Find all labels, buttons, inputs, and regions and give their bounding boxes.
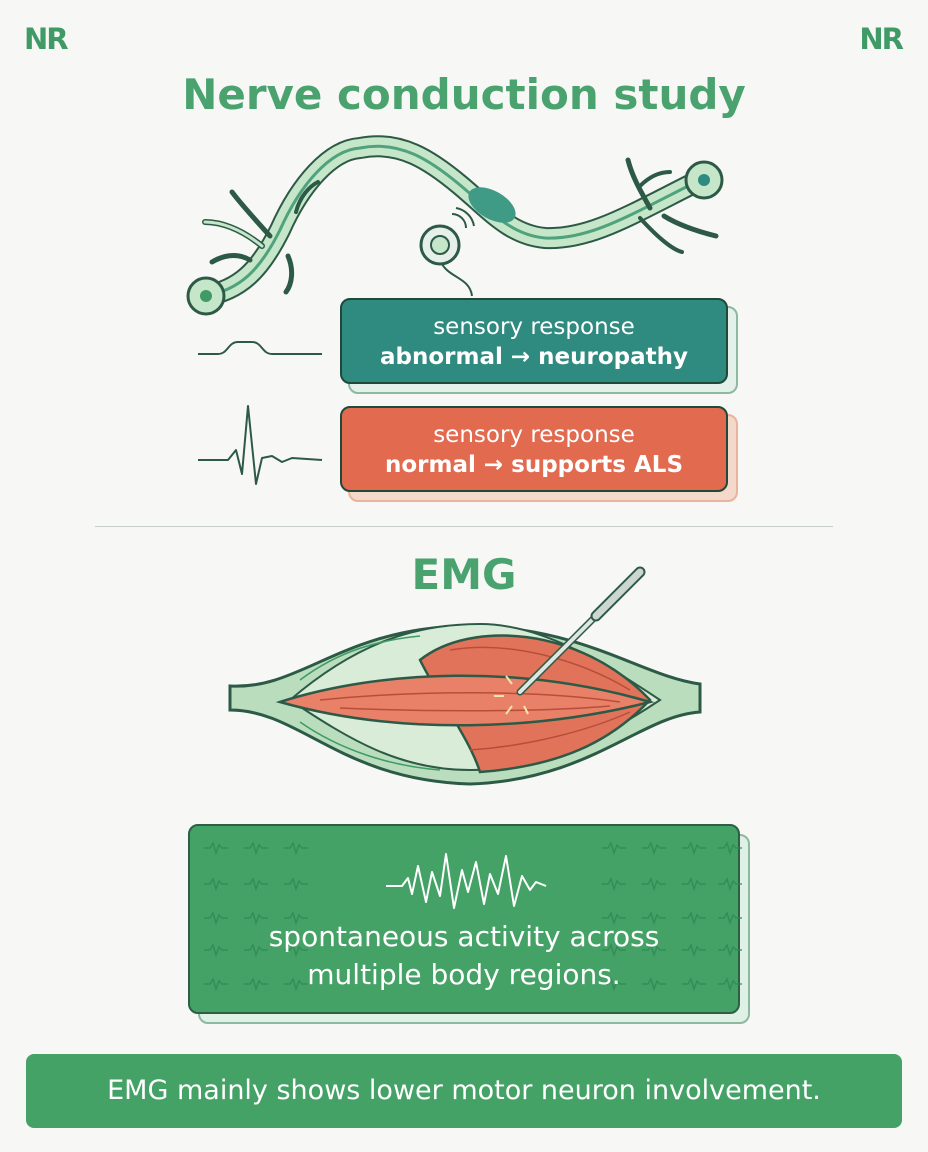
pattern-wave bbox=[718, 977, 742, 992]
als-card: sensory response normal → supports ALS bbox=[340, 406, 728, 492]
pattern-wave bbox=[204, 911, 228, 926]
pattern-wave bbox=[682, 943, 706, 958]
pattern-wave bbox=[204, 943, 228, 958]
pattern-wave bbox=[642, 911, 666, 926]
pattern-wave bbox=[642, 943, 666, 958]
nerve-illustration bbox=[186, 135, 724, 316]
pattern-wave bbox=[284, 841, 308, 856]
flat-waveform-icon bbox=[198, 341, 322, 355]
pattern-wave bbox=[602, 977, 626, 992]
pattern-wave bbox=[718, 841, 742, 856]
pattern-wave bbox=[718, 877, 742, 892]
pattern-wave bbox=[244, 841, 268, 856]
als-card-result: normal → supports ALS bbox=[384, 452, 684, 478]
pattern-wave bbox=[204, 877, 228, 892]
pattern-wave bbox=[284, 911, 308, 926]
pattern-wave bbox=[682, 911, 706, 926]
als-card-label: sensory response bbox=[433, 422, 635, 448]
emg-card-line1: spontaneous activity across bbox=[268, 920, 660, 953]
emg-title: EMG bbox=[411, 550, 517, 599]
pattern-wave bbox=[642, 877, 666, 892]
emg-background-pattern bbox=[204, 841, 742, 992]
pattern-wave bbox=[642, 977, 666, 992]
pattern-wave bbox=[204, 841, 228, 856]
pattern-wave bbox=[682, 877, 706, 892]
muscle-illustration bbox=[228, 622, 702, 786]
needle-electrode-icon bbox=[494, 566, 646, 715]
emg-burst-waveform-icon bbox=[386, 853, 547, 909]
emg-card-text: spontaneous activity across multiple bod… bbox=[190, 918, 738, 994]
pattern-wave bbox=[244, 911, 268, 926]
neuropathy-card-label: sensory response bbox=[433, 314, 635, 340]
pattern-wave bbox=[602, 943, 626, 958]
nr-logo-right: NR bbox=[859, 22, 904, 56]
emg-card: spontaneous activity across multiple bod… bbox=[188, 824, 742, 1014]
nerve-conduction-title: Nerve conduction study bbox=[182, 70, 746, 119]
pattern-wave bbox=[284, 977, 308, 992]
neuropathy-card: sensory response abnormal → neuropathy bbox=[340, 298, 728, 384]
pattern-wave bbox=[642, 841, 666, 856]
summary-banner: EMG mainly shows lower motor neuron invo… bbox=[26, 1054, 902, 1128]
pattern-wave bbox=[244, 943, 268, 958]
pattern-wave bbox=[602, 911, 626, 926]
stimulator-electrode-icon bbox=[419, 207, 475, 297]
neuropathy-card-result: abnormal → neuropathy bbox=[380, 344, 688, 370]
pattern-wave bbox=[718, 911, 742, 926]
emg-card-pattern bbox=[204, 841, 742, 992]
pattern-wave bbox=[602, 841, 626, 856]
emg-card-line2: multiple body regions. bbox=[307, 958, 621, 991]
pattern-wave bbox=[204, 977, 228, 992]
pattern-wave bbox=[284, 943, 308, 958]
spike-waveform-icon bbox=[198, 405, 323, 485]
section-divider bbox=[95, 526, 833, 527]
pattern-wave bbox=[718, 943, 742, 958]
pattern-wave bbox=[284, 877, 308, 892]
nr-logo-left: NR bbox=[24, 22, 69, 56]
pattern-wave bbox=[682, 841, 706, 856]
pattern-wave bbox=[244, 977, 268, 992]
pattern-wave bbox=[682, 977, 706, 992]
pattern-wave bbox=[244, 877, 268, 892]
pattern-wave bbox=[602, 877, 626, 892]
